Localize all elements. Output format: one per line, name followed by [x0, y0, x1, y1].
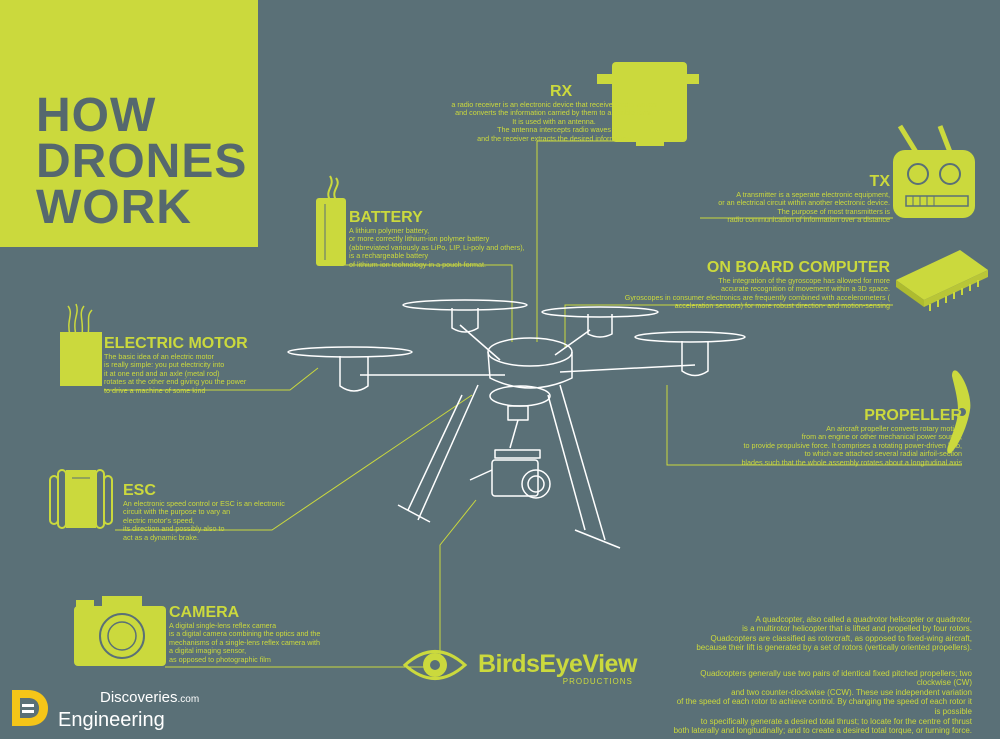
rx-receiver-icon	[597, 62, 699, 146]
arm-back-right	[554, 329, 591, 356]
onboard-section: ON BOARD COMPUTER The integration of the…	[600, 259, 890, 311]
motor-icon	[60, 303, 102, 386]
propeller-icon	[947, 370, 971, 454]
camera-text: A digital single-lens reflex camera is a…	[169, 621, 321, 664]
rx-text: a radio receiver is an electronic device…	[451, 100, 657, 143]
motor-leader	[104, 367, 319, 391]
camera-icon	[74, 596, 166, 666]
battery-section: BATTERY A lithium polymer battery, or mo…	[349, 209, 539, 269]
title-line-3: WORK	[36, 181, 192, 234]
tx-heading: TX	[869, 173, 890, 190]
discoveries-engineering-logo-icon	[12, 690, 48, 726]
footer-discoveries: Discoveries	[100, 689, 178, 706]
arm-back-left	[459, 324, 501, 361]
camera-heading: CAMERA	[169, 604, 240, 621]
discoveries-engineering-text: Discoveries.com Engineering	[58, 689, 199, 731]
esc-icon	[49, 469, 113, 529]
footer-com: .com	[177, 694, 200, 705]
title-line-2: DRONES	[36, 135, 248, 188]
leg-right-inner	[547, 394, 586, 531]
battery-leader	[345, 264, 513, 342]
propeller-front-right	[634, 331, 746, 343]
rx-heading: RX	[550, 83, 573, 100]
motor-section: ELECTRIC MOTOR The basic idea of an elec…	[104, 335, 284, 395]
propeller-leader	[666, 385, 962, 466]
skid-right	[574, 529, 621, 549]
quadcopter-description: A quadcopter, also called a quadrotor he…	[672, 605, 972, 739]
skid-left	[397, 504, 431, 523]
motor-heading: ELECTRIC MOTOR	[104, 335, 248, 352]
camera-section: CAMERA A digital single-lens reflex came…	[169, 604, 349, 664]
tx-text: A transmitter is a seperate electronic e…	[718, 190, 890, 225]
esc-heading: ESC	[123, 482, 156, 499]
propeller-back-left	[402, 299, 528, 311]
leg-right	[559, 384, 606, 541]
title-panel: HOW DRONES WORK	[0, 0, 258, 247]
propeller-back-right	[541, 306, 659, 318]
brand-name: BirdsEyeView	[478, 650, 637, 678]
gimbal-side	[469, 469, 493, 481]
esc-text: An electronic speed control or ESC is an…	[123, 499, 285, 542]
leg-left	[417, 384, 479, 521]
gimbal-frame	[494, 449, 541, 459]
arm-front-right	[559, 364, 696, 373]
esc-leader	[115, 394, 473, 531]
leg-left-inner	[407, 394, 463, 511]
drone-camera-body	[491, 459, 539, 497]
battery-text: A lithium polymer battery, or more corre…	[349, 226, 525, 269]
leader-lines	[104, 140, 962, 668]
onboard-text: The integration of the gyroscope has all…	[624, 276, 890, 311]
body-bottom	[489, 385, 551, 407]
drone	[287, 299, 746, 549]
body-shell	[487, 351, 573, 389]
battery-icon	[316, 175, 346, 266]
gimbal-mount	[507, 405, 529, 421]
motor-back-right	[587, 314, 613, 338]
chip-icon	[896, 250, 988, 311]
propeller-section: PROPELLER An aircraft propeller converts…	[670, 407, 962, 467]
rx-section: RX a radio receiver is an electronic dev…	[430, 83, 678, 143]
tx-transmitter-icon	[893, 124, 975, 218]
propeller-text: An aircraft propeller converts rotary mo…	[741, 424, 962, 467]
motor-back-left	[451, 308, 479, 333]
battery-heading: BATTERY	[349, 209, 423, 226]
eye-logo	[402, 650, 468, 680]
description-paragraph-1: A quadcopter, also called a quadrotor he…	[696, 614, 972, 653]
description-paragraph-2: Quadcopters generally use two pairs of i…	[673, 668, 972, 736]
onboard-leader	[564, 304, 893, 347]
rx-leader	[536, 140, 637, 342]
propeller-front-left	[287, 346, 413, 358]
drone-camera-lens	[521, 469, 551, 499]
onboard-heading: ON BOARD COMPUTER	[706, 259, 890, 276]
motor-front-left	[339, 356, 369, 392]
gimbal-arm	[509, 419, 519, 449]
camera-leader	[165, 499, 477, 668]
esc-section: ESC An electronic speed control or ESC i…	[123, 482, 293, 542]
title-line-1: HOW	[36, 89, 157, 142]
motor-front-right	[681, 341, 709, 377]
brand-sub: PRODUCTIONS	[562, 677, 633, 686]
birdseyeview-brand: BirdsEyeView PRODUCTIONS	[478, 651, 637, 687]
tx-section: TX A transmitter is a seperate electroni…	[690, 173, 890, 225]
motor-text: The basic idea of an electric motor is r…	[104, 352, 247, 395]
footer-engineering: Engineering	[58, 709, 165, 731]
drone-camera-lens-inner	[527, 475, 545, 493]
propeller-heading: PROPELLER	[864, 407, 962, 424]
